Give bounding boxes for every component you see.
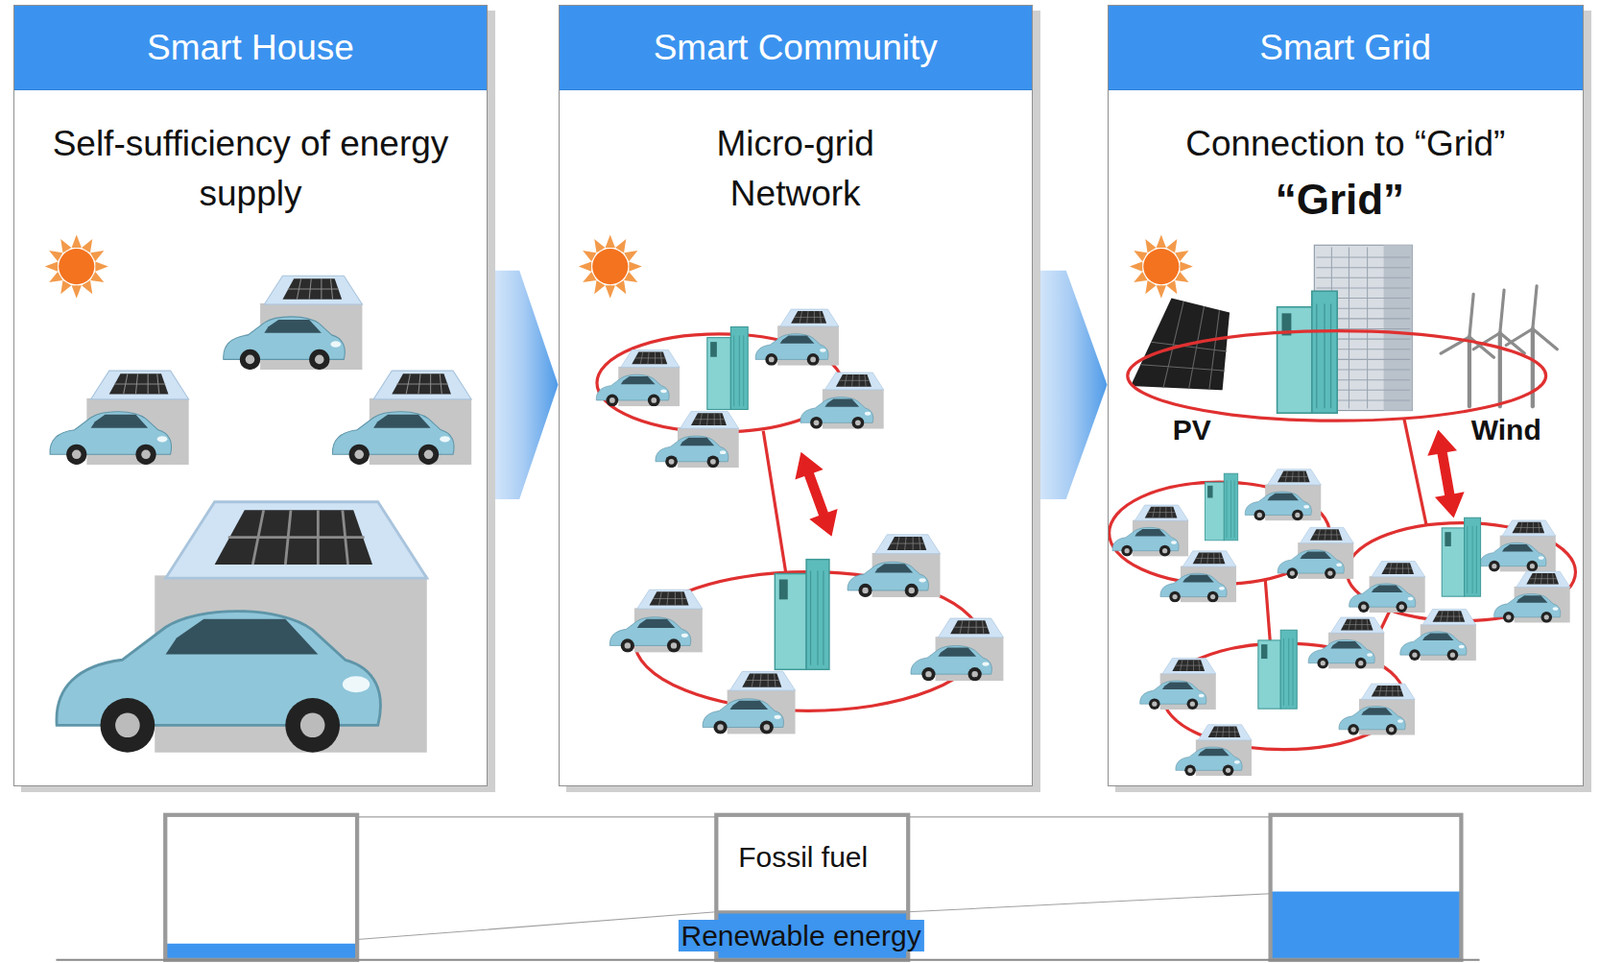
panel-subtitle: Self-sufficiency of energy supply <box>51 119 451 217</box>
source-label: Wind <box>1468 413 1545 446</box>
mix-divider <box>716 909 908 913</box>
pv-array <box>1130 298 1230 391</box>
grid-ring <box>1127 331 1547 422</box>
exchange-arrow <box>787 446 846 542</box>
house-car <box>1277 526 1354 578</box>
house-car <box>333 370 473 465</box>
panel-heading: Smart House <box>14 5 487 91</box>
baseline <box>55 958 1480 961</box>
house-car <box>1480 520 1556 572</box>
renewable-share <box>165 943 358 960</box>
renewable-share <box>1270 891 1462 960</box>
grid-title: “Grid” <box>1272 175 1408 223</box>
storage-cabinet <box>774 559 830 670</box>
mix-box <box>1270 814 1462 960</box>
mix-guide <box>907 893 1270 912</box>
panel-heading: Smart Grid <box>1108 5 1583 91</box>
house-car <box>1349 561 1426 613</box>
mix-label: Renewable energy <box>677 919 924 952</box>
house-car-large <box>56 501 428 753</box>
label-anchor: Wind <box>1468 413 1545 447</box>
house-car <box>1175 724 1252 776</box>
sun <box>1129 235 1194 299</box>
mix-guide <box>357 815 717 817</box>
house-car <box>800 372 884 430</box>
house-car <box>1160 550 1237 602</box>
label-anchor: Renewable energy <box>677 919 924 953</box>
storage-cabinet <box>1441 517 1481 597</box>
storage-cabinet <box>1277 290 1338 413</box>
panel: Smart GridConnection to “Grid” <box>1107 4 1584 786</box>
turbine-tower <box>1467 336 1472 406</box>
mix-box <box>165 814 358 960</box>
house-car <box>609 589 702 652</box>
house-car <box>655 410 740 468</box>
house-car <box>847 534 940 598</box>
mix-guide <box>907 815 1270 817</box>
house-car <box>49 370 190 465</box>
grid-link <box>763 430 786 573</box>
sun <box>45 235 109 299</box>
house-car <box>1308 617 1385 669</box>
panel-subtitle: Connection to “Grid” <box>1110 119 1580 168</box>
turbine-tower <box>1498 333 1503 407</box>
turbine-blades <box>1505 286 1557 350</box>
house-car <box>1494 571 1571 622</box>
storage-cabinet <box>1204 473 1238 541</box>
mix-label: Fossil fuel <box>735 840 871 873</box>
panel-subtitle: Micro-grid Network <box>663 119 929 217</box>
house-car <box>1400 608 1477 660</box>
house-car <box>1338 683 1415 735</box>
panel: Smart HouseSelf-sufficiency of energy su… <box>13 4 488 786</box>
grid-link <box>1404 418 1427 526</box>
house-car <box>1244 469 1321 521</box>
house-car <box>702 670 795 734</box>
panel-heading: Smart Community <box>559 5 1032 91</box>
mix-guide <box>357 911 717 940</box>
storage-cabinet <box>707 326 748 409</box>
house-car <box>596 350 680 407</box>
sun <box>578 235 643 299</box>
turbine-blades <box>1440 293 1494 358</box>
flow-arrow <box>487 270 558 500</box>
panel: Smart CommunityMicro-grid Network <box>558 4 1033 786</box>
house-car <box>910 618 1003 681</box>
house-car <box>1140 658 1217 710</box>
flow-arrow <box>1032 270 1108 500</box>
turbine-tower <box>1530 328 1535 406</box>
label-anchor: Fossil fuel <box>735 840 871 874</box>
exchange-arrow <box>1423 427 1469 522</box>
house-car <box>223 275 363 370</box>
storage-cabinet <box>1258 629 1297 709</box>
building-side <box>1384 244 1413 410</box>
house-car <box>1112 504 1189 556</box>
label-anchor: PV <box>1170 413 1215 447</box>
label-anchor: “Grid” <box>1272 175 1408 224</box>
house-car <box>755 309 839 366</box>
source-label: PV <box>1170 413 1215 446</box>
